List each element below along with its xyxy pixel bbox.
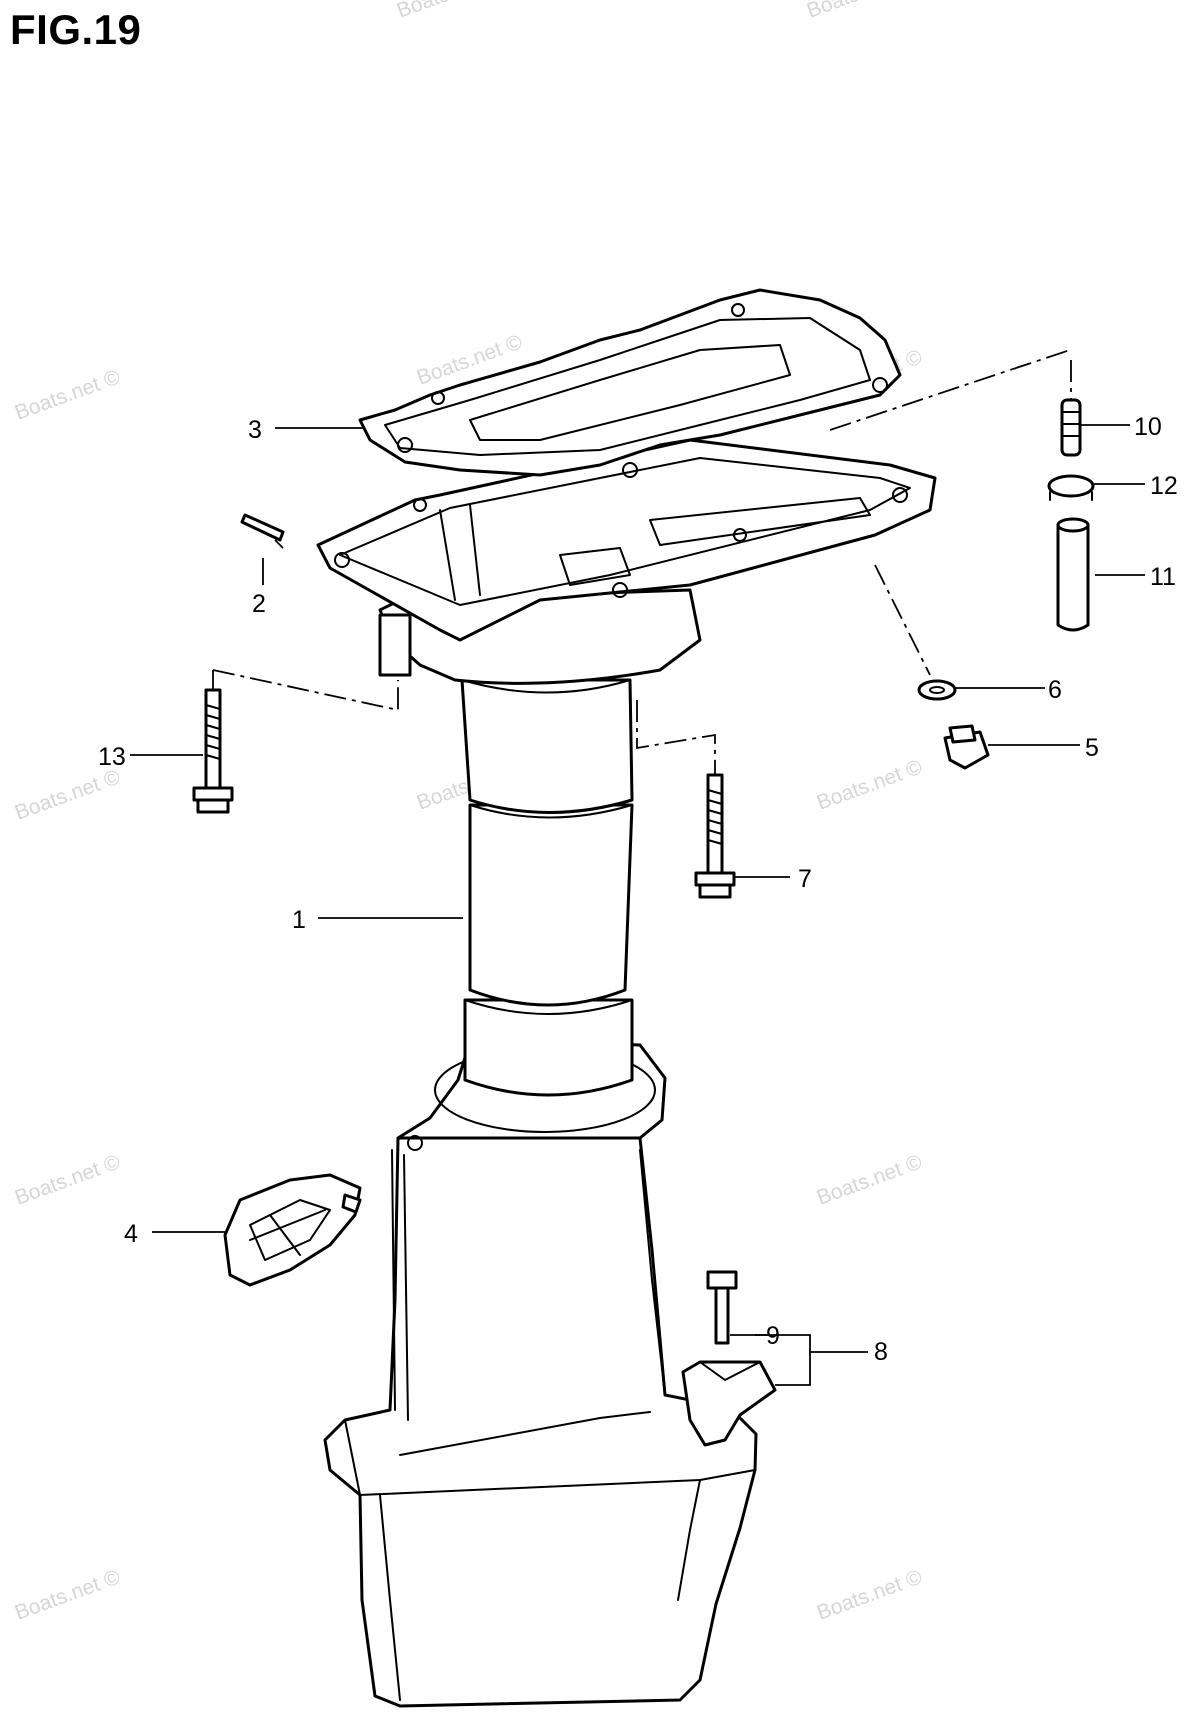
watermark: Boats.net © — [814, 1150, 926, 1209]
callout-4: 4 — [124, 1220, 138, 1248]
fitting-10 — [1060, 398, 1082, 457]
callout-2: 2 — [252, 590, 266, 618]
leader-lines — [130, 424, 1145, 1386]
watermark: Boats.net © — [804, 0, 916, 23]
callout-5: 5 — [1085, 734, 1099, 762]
callout-7: 7 — [798, 865, 812, 893]
callout-8: 8 — [874, 1338, 888, 1366]
hose-11 — [1056, 517, 1090, 632]
drive-shaft-housing — [323, 588, 758, 1708]
watermark: Boats.net © — [12, 1565, 124, 1624]
watermark: Boats.net © — [394, 0, 506, 23]
watermark: Boats.net © — [12, 1150, 124, 1209]
callout-12: 12 — [1150, 472, 1178, 500]
watermark: Boats.net © — [814, 755, 926, 814]
bolt-7 — [694, 773, 736, 899]
plug-5 — [943, 724, 990, 770]
bolt-13 — [192, 688, 234, 814]
callout-13: 13 — [98, 743, 126, 771]
callout-11: 11 — [1150, 563, 1176, 591]
cover-4 — [223, 1173, 362, 1287]
figure-title: FIG.19 — [10, 6, 142, 53]
washer-6 — [917, 679, 957, 701]
dowel-pin — [240, 513, 285, 542]
callout-6: 6 — [1048, 676, 1062, 704]
gasket — [358, 288, 902, 478]
callout-3: 3 — [248, 416, 262, 444]
bolt-9 — [706, 1270, 738, 1345]
hose-clip-12 — [1047, 474, 1095, 501]
callout-1: 1 — [292, 906, 306, 934]
assembly-lines — [212, 349, 1072, 775]
callout-9: 9 — [766, 1322, 780, 1350]
watermark: Boats.net © — [814, 1565, 926, 1624]
watermark: Boats.net © — [12, 765, 124, 824]
anode-8 — [681, 1360, 777, 1447]
mounting-plate — [316, 438, 937, 642]
watermark: Boats.net © — [12, 365, 124, 424]
callouts: 1 2 3 4 5 6 7 8 9 10 11 12 13 — [98, 413, 1178, 1366]
callout-10: 10 — [1134, 413, 1162, 441]
